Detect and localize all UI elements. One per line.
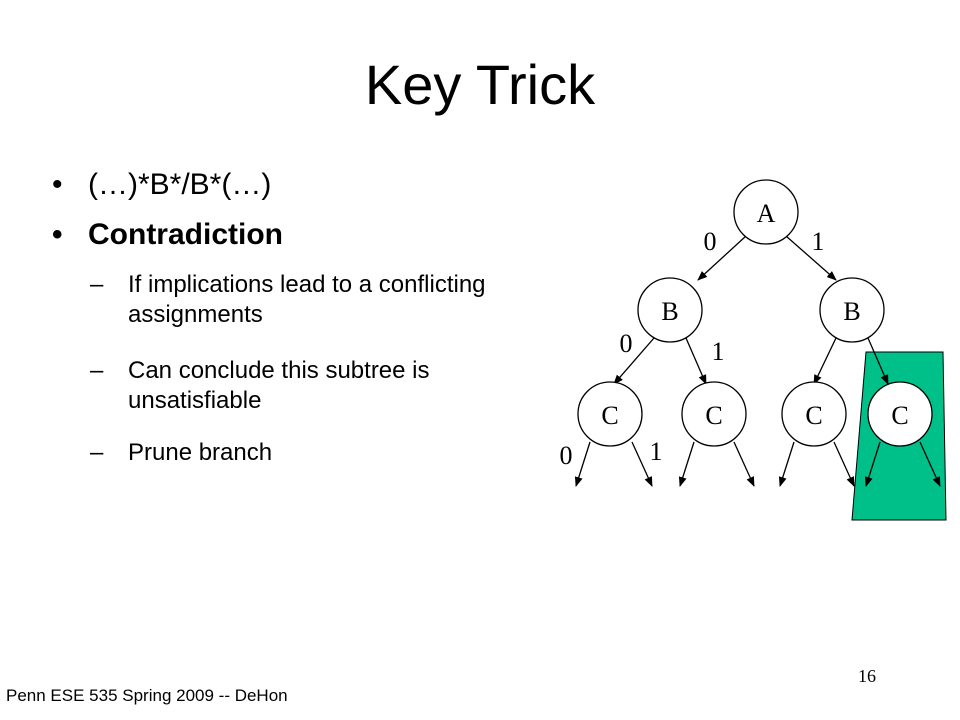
node-label: C [805,401,822,430]
edge-label: 1 [650,437,663,466]
tree-edge [678,441,695,487]
node-label: C [891,401,908,430]
tree-edge [733,441,755,487]
bullet-dot-icon: • [52,218,63,251]
tree-edge [613,337,655,385]
tree-edge [919,441,941,487]
tree-node-c-pruned [867,381,933,447]
slide-title: Key Trick [364,53,596,116]
node-label: B [661,297,678,326]
tree-node-b-right [819,277,885,343]
node-label: B [843,297,860,326]
node-label: C [601,401,618,430]
subbullet-text: Prune branch [128,439,273,466]
page-number: 16 [858,666,876,686]
tree-node-a [733,179,799,245]
tree-edge [574,441,591,487]
tree-node-b-left [637,277,703,343]
edge-label: 1 [712,337,725,366]
bullet-text: Contradiction [88,218,283,251]
tree-edge [685,337,707,385]
edge-label: 0 [704,227,717,256]
tree-edge [864,441,881,487]
subbullet-text: Can conclude this subtree is unsatisfiab… [128,357,430,414]
tree-edge [631,441,653,487]
subbullet-dash-icon: – [90,439,104,466]
tree-node-c [681,381,747,447]
tree-edge [833,441,855,487]
subbullet-dash-icon: – [90,357,104,384]
edge-label: 1 [812,227,825,256]
edge-label: 0 [560,441,573,470]
tree-edge [785,235,837,281]
tree-edge [867,337,889,385]
tree-node-c [781,381,847,447]
tree-edge [697,235,747,281]
edge-label: 0 [620,329,633,358]
node-label: C [705,401,722,430]
tree-edge [778,441,795,487]
node-label: A [757,199,776,228]
bullet-text: (…)*B*/B*(…) [88,168,272,201]
bullet-dot-icon: • [52,168,63,201]
tree-edge [813,337,837,385]
slide-footer: Penn ESE 535 Spring 2009 -- DeHon [6,686,288,705]
subbullet-dash-icon: – [90,271,104,298]
subbullet-text: If implications lead to a conflicting as… [128,271,486,328]
tree-node-c [577,381,643,447]
